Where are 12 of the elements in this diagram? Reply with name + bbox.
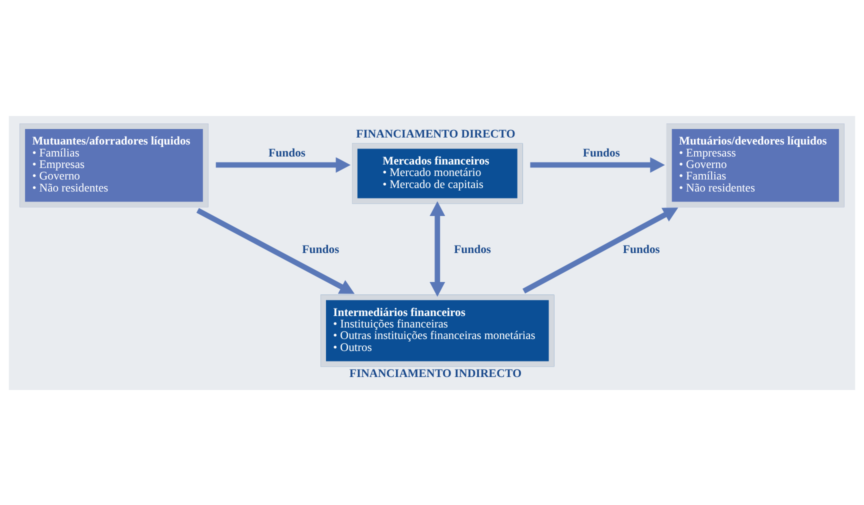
arrow xyxy=(196,208,355,294)
node-label: FINANCIAMENTO INDIRECTO xyxy=(349,366,522,380)
node-label: FINANCIAMENTO DIRECTO xyxy=(356,126,516,140)
arrow xyxy=(216,156,351,172)
edge-label: Fundos xyxy=(268,146,306,159)
edge-label: Fundos xyxy=(454,242,491,256)
edge-label: Fundos xyxy=(302,242,340,256)
arrow xyxy=(522,207,678,294)
arrow xyxy=(430,200,446,296)
edge-label: Fundos xyxy=(622,242,660,256)
edge-label: Fundos xyxy=(582,146,620,159)
arrow xyxy=(530,156,665,172)
